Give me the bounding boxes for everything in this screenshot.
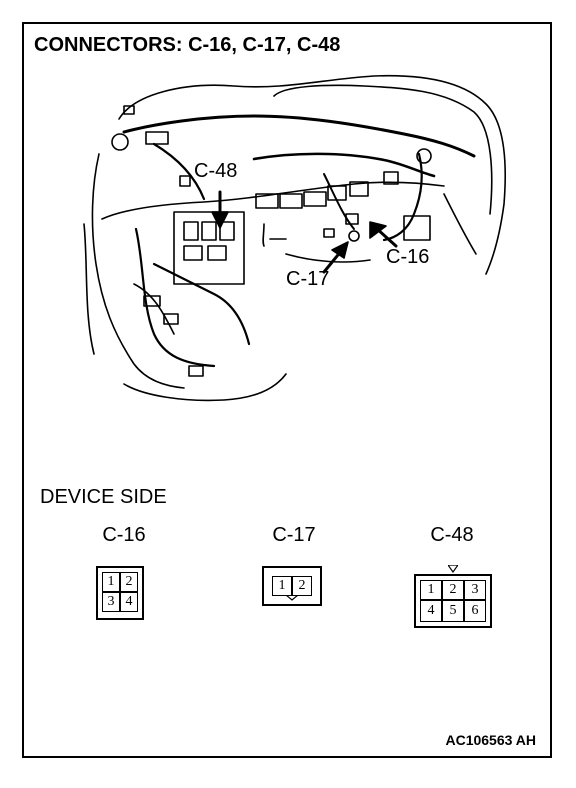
pin: 1 — [420, 580, 442, 600]
pin: 4 — [420, 600, 442, 622]
connector-c48: 1 2 3 4 5 6 — [414, 574, 492, 628]
pin: 3 — [102, 592, 120, 612]
pin: 2 — [442, 580, 464, 600]
pin: 3 — [464, 580, 486, 600]
pin: 2 — [292, 576, 312, 596]
connector-c48-label: C-48 — [430, 524, 474, 546]
pin: 4 — [120, 592, 138, 612]
connector-c17: 1 2 — [262, 566, 322, 606]
diagram-title: CONNECTORS: C-16, C-17, C-48 — [34, 34, 341, 56]
pin: 1 — [102, 572, 120, 592]
harness-illustration — [83, 74, 506, 402]
callout-c17: C-17 — [286, 268, 330, 290]
pin: 1 — [272, 576, 292, 596]
connector-c16-label: C-16 — [102, 524, 146, 546]
connector-c17-label: C-17 — [272, 524, 316, 546]
key-triangle-icon — [448, 565, 458, 573]
pin: 5 — [442, 600, 464, 622]
connector-c16: 1 2 3 4 — [96, 566, 144, 620]
figure-code: AC106563 AH — [445, 732, 536, 748]
callout-c48: C-48 — [194, 160, 238, 182]
key-mark-icon — [286, 595, 298, 601]
diagram-frame: CONNECTORS: C-16, C-17, C-48 — [22, 22, 552, 758]
pin: 2 — [120, 572, 138, 592]
device-side-label: DEVICE SIDE — [40, 486, 167, 508]
pin: 6 — [464, 600, 486, 622]
callout-c16: C-16 — [386, 246, 430, 268]
